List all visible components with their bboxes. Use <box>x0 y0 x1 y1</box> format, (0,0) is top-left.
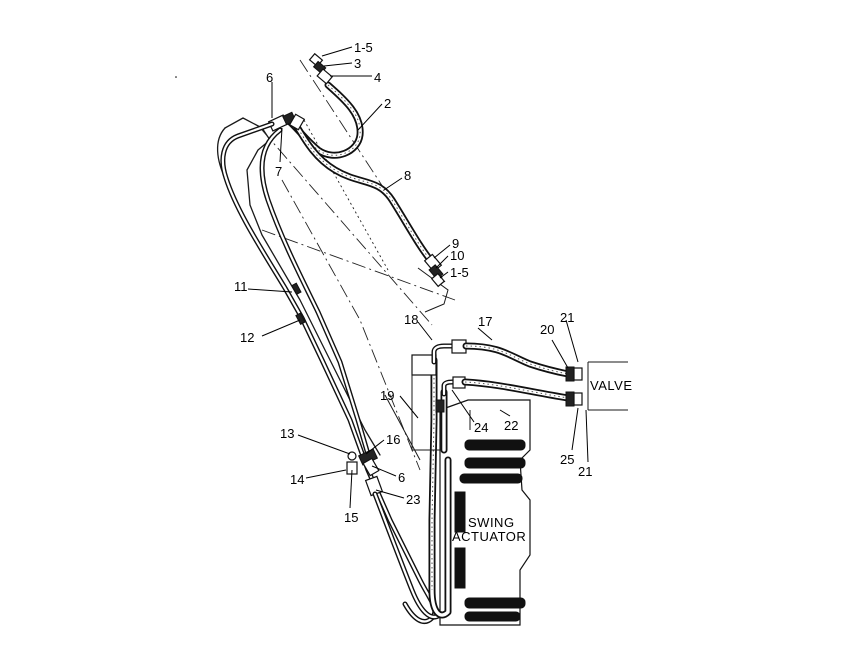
label-21-top: 21 <box>560 310 574 325</box>
label-24: 24 <box>474 420 488 435</box>
label-11: 11 <box>234 279 248 294</box>
label-19: 19 <box>380 388 394 403</box>
label-12: 12 <box>240 330 254 345</box>
long-tube-11-12 <box>220 121 438 624</box>
label-1-5-top: 1-5 <box>354 40 373 55</box>
part-labels: 1-5 3 4 2 6 7 8 9 10 1-5 11 12 18 17 20 … <box>234 40 592 525</box>
label-8: 8 <box>404 168 411 183</box>
valve <box>587 361 628 411</box>
label-1-5-mid: 1-5 <box>450 265 469 280</box>
upper-fitting-cluster <box>267 111 306 132</box>
label-18: 18 <box>404 312 418 327</box>
parallel-tube <box>259 127 375 471</box>
label-6-bottom: 6 <box>398 470 405 485</box>
valve-label: VALVE <box>590 378 632 393</box>
label-23: 23 <box>406 492 420 507</box>
label-13: 13 <box>280 426 294 441</box>
leader-lines <box>247 46 589 509</box>
label-20: 20 <box>540 322 554 337</box>
label-17: 17 <box>478 314 492 329</box>
elbow-fittings <box>431 339 467 413</box>
label-14: 14 <box>290 472 304 487</box>
swing-actuator <box>439 399 531 626</box>
label-6-top: 6 <box>266 70 273 85</box>
callouts: VALVE SWING ACTUATOR <box>452 378 632 544</box>
label-16: 16 <box>386 432 400 447</box>
label-9: 9 <box>452 236 459 251</box>
label-4: 4 <box>374 70 381 85</box>
label-7: 7 <box>275 164 282 179</box>
stray-mark <box>175 76 177 78</box>
valve-hoses-17-22 <box>461 342 583 407</box>
label-2: 2 <box>384 96 391 111</box>
label-10: 10 <box>450 248 464 263</box>
label-22: 22 <box>504 418 518 433</box>
actuator-label-line1: SWING <box>468 515 515 530</box>
boom-outline <box>216 59 456 471</box>
label-21-bottom: 21 <box>578 464 592 479</box>
label-3: 3 <box>354 56 361 71</box>
label-15: 15 <box>344 510 358 525</box>
label-25: 25 <box>560 452 574 467</box>
actuator-label-line2: ACTUATOR <box>452 529 526 544</box>
upper-hose-2 <box>286 52 364 159</box>
